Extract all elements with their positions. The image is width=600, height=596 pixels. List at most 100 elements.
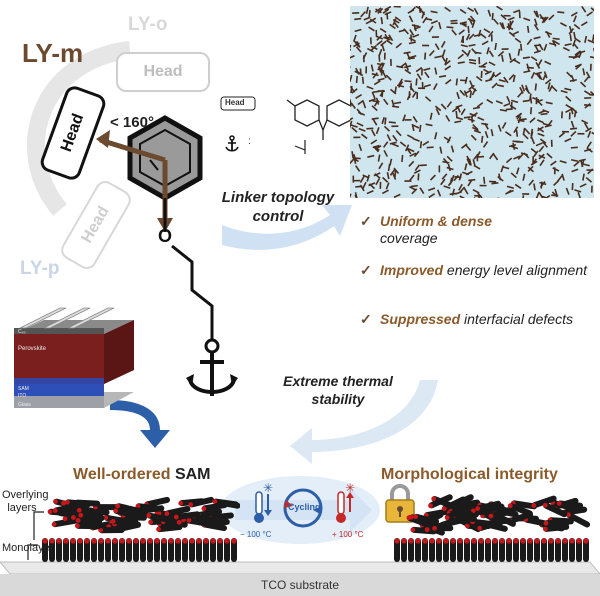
molecule-head <box>176 519 182 525</box>
coverage-texture-stroke <box>391 99 395 107</box>
molecule-head <box>506 538 512 544</box>
coverage-texture-stroke <box>543 43 548 51</box>
coverage-texture-stroke <box>460 22 468 28</box>
coverage-texture-stroke <box>376 40 383 46</box>
overlying-molecule <box>135 503 162 512</box>
coverage-texture-stroke <box>357 99 365 106</box>
coverage-texture-stroke <box>445 78 452 85</box>
overlying-molecule <box>511 500 537 510</box>
coverage-texture-stroke <box>440 40 446 48</box>
coverage-texture-stroke <box>578 158 586 162</box>
monolayer-molecule <box>471 538 477 562</box>
molecule-head <box>103 515 109 520</box>
coverage-texture-stroke <box>359 68 362 76</box>
coverage-texture-stroke <box>383 98 389 106</box>
coverage-texture-stroke <box>350 74 353 83</box>
coverage-texture-stroke <box>428 49 435 57</box>
coverage-texture-stroke <box>508 53 512 61</box>
coverage-texture-stroke <box>403 65 412 69</box>
coverage-texture-stroke <box>468 43 476 47</box>
coverage-texture-stroke <box>539 181 546 188</box>
monolayer-label: Monolayer <box>2 542 54 554</box>
morphological-sam-film <box>394 494 590 562</box>
coverage-texture-stroke <box>529 107 533 115</box>
coverage-texture-stroke <box>419 187 425 194</box>
molecule-head <box>432 525 437 531</box>
coverage-texture-stroke <box>524 87 531 95</box>
coverage-texture-stroke <box>468 58 477 62</box>
coverage-texture-stroke <box>548 14 555 21</box>
coverage-texture-stroke <box>477 116 485 121</box>
molecule-head <box>444 515 450 521</box>
coverage-texture-stroke <box>422 140 430 146</box>
coverage-texture-stroke <box>456 92 460 100</box>
coverage-texture-stroke <box>583 75 590 83</box>
coverage-texture-stroke <box>579 183 587 188</box>
molecule-head <box>576 538 582 544</box>
coverage-texture-stroke <box>541 195 549 198</box>
molecule-head <box>74 523 80 529</box>
coverage-texture-stroke <box>583 90 591 96</box>
coverage-texture-stroke <box>526 25 530 33</box>
cycling-arrow <box>235 488 372 532</box>
coverage-texture-stroke <box>404 80 412 83</box>
coverage-texture-stroke <box>517 116 522 124</box>
molecule-head <box>77 538 83 544</box>
molecule-head <box>424 527 430 532</box>
coverage-texture-stroke <box>546 152 553 159</box>
monolayer-molecule <box>541 538 547 562</box>
coverage-texture-stroke <box>388 34 394 42</box>
coverage-texture-stroke <box>380 17 384 25</box>
molecule-head <box>105 538 111 544</box>
svg-text:✳: ✳ <box>345 481 355 495</box>
overlying-molecule <box>111 516 138 525</box>
coverage-texture-stroke <box>442 160 450 164</box>
coverage-texture-stroke <box>476 102 484 108</box>
molecule-head <box>115 503 121 509</box>
flow-arrow-right <box>222 205 352 250</box>
coverage-texture-stroke <box>404 144 410 152</box>
coverage-texture-stroke <box>387 163 391 172</box>
monolayer-molecule <box>196 538 202 562</box>
coverage-texture-stroke <box>467 118 475 122</box>
coverage-texture-stroke <box>458 29 465 35</box>
coverage-texture-stroke <box>467 179 473 187</box>
coverage-texture-stroke <box>589 56 594 59</box>
coverage-texture-stroke <box>586 147 593 153</box>
coverage-texture-stroke <box>513 59 521 65</box>
coverage-texture-stroke <box>383 125 391 132</box>
molecule-head <box>47 509 53 515</box>
molecule-head <box>140 538 146 544</box>
coverage-texture-stroke <box>392 172 397 180</box>
coverage-texture-stroke <box>451 106 459 113</box>
coverage-texture-stroke <box>506 185 514 190</box>
molecule-head <box>231 538 237 544</box>
monolayer-molecule <box>161 538 167 562</box>
coverage-texture-stroke <box>386 172 390 180</box>
coverage-texture-stroke <box>517 91 523 98</box>
molecule-head <box>42 538 48 544</box>
molecule-head <box>499 538 505 544</box>
monolayer-molecule <box>513 538 519 562</box>
coverage-texture-stroke <box>480 62 488 68</box>
coverage-texture-stroke <box>412 116 418 123</box>
molecule-head <box>188 502 194 508</box>
coverage-texture-stroke <box>454 175 462 179</box>
coverage-texture-stroke <box>442 49 446 57</box>
coverage-texture-stroke <box>434 132 438 140</box>
molecule-head <box>543 520 549 526</box>
monolayer-molecule <box>492 538 498 562</box>
coverage-texture-stroke <box>458 183 463 191</box>
coverage-texture-stroke <box>407 147 415 153</box>
coverage-texture-stroke <box>354 165 361 172</box>
coverage-texture-stroke <box>371 91 376 99</box>
coverage-texture-stroke <box>499 22 504 30</box>
molecule-head <box>133 538 139 544</box>
molecule-head <box>450 538 456 544</box>
monolayer-molecule <box>224 538 230 562</box>
coverage-texture-stroke <box>484 122 489 130</box>
coverage-texture-stroke <box>507 23 511 31</box>
monolayer-molecule <box>203 538 209 562</box>
feature-energy-bold: Improved <box>380 262 444 278</box>
coverage-texture-stroke <box>425 123 433 127</box>
